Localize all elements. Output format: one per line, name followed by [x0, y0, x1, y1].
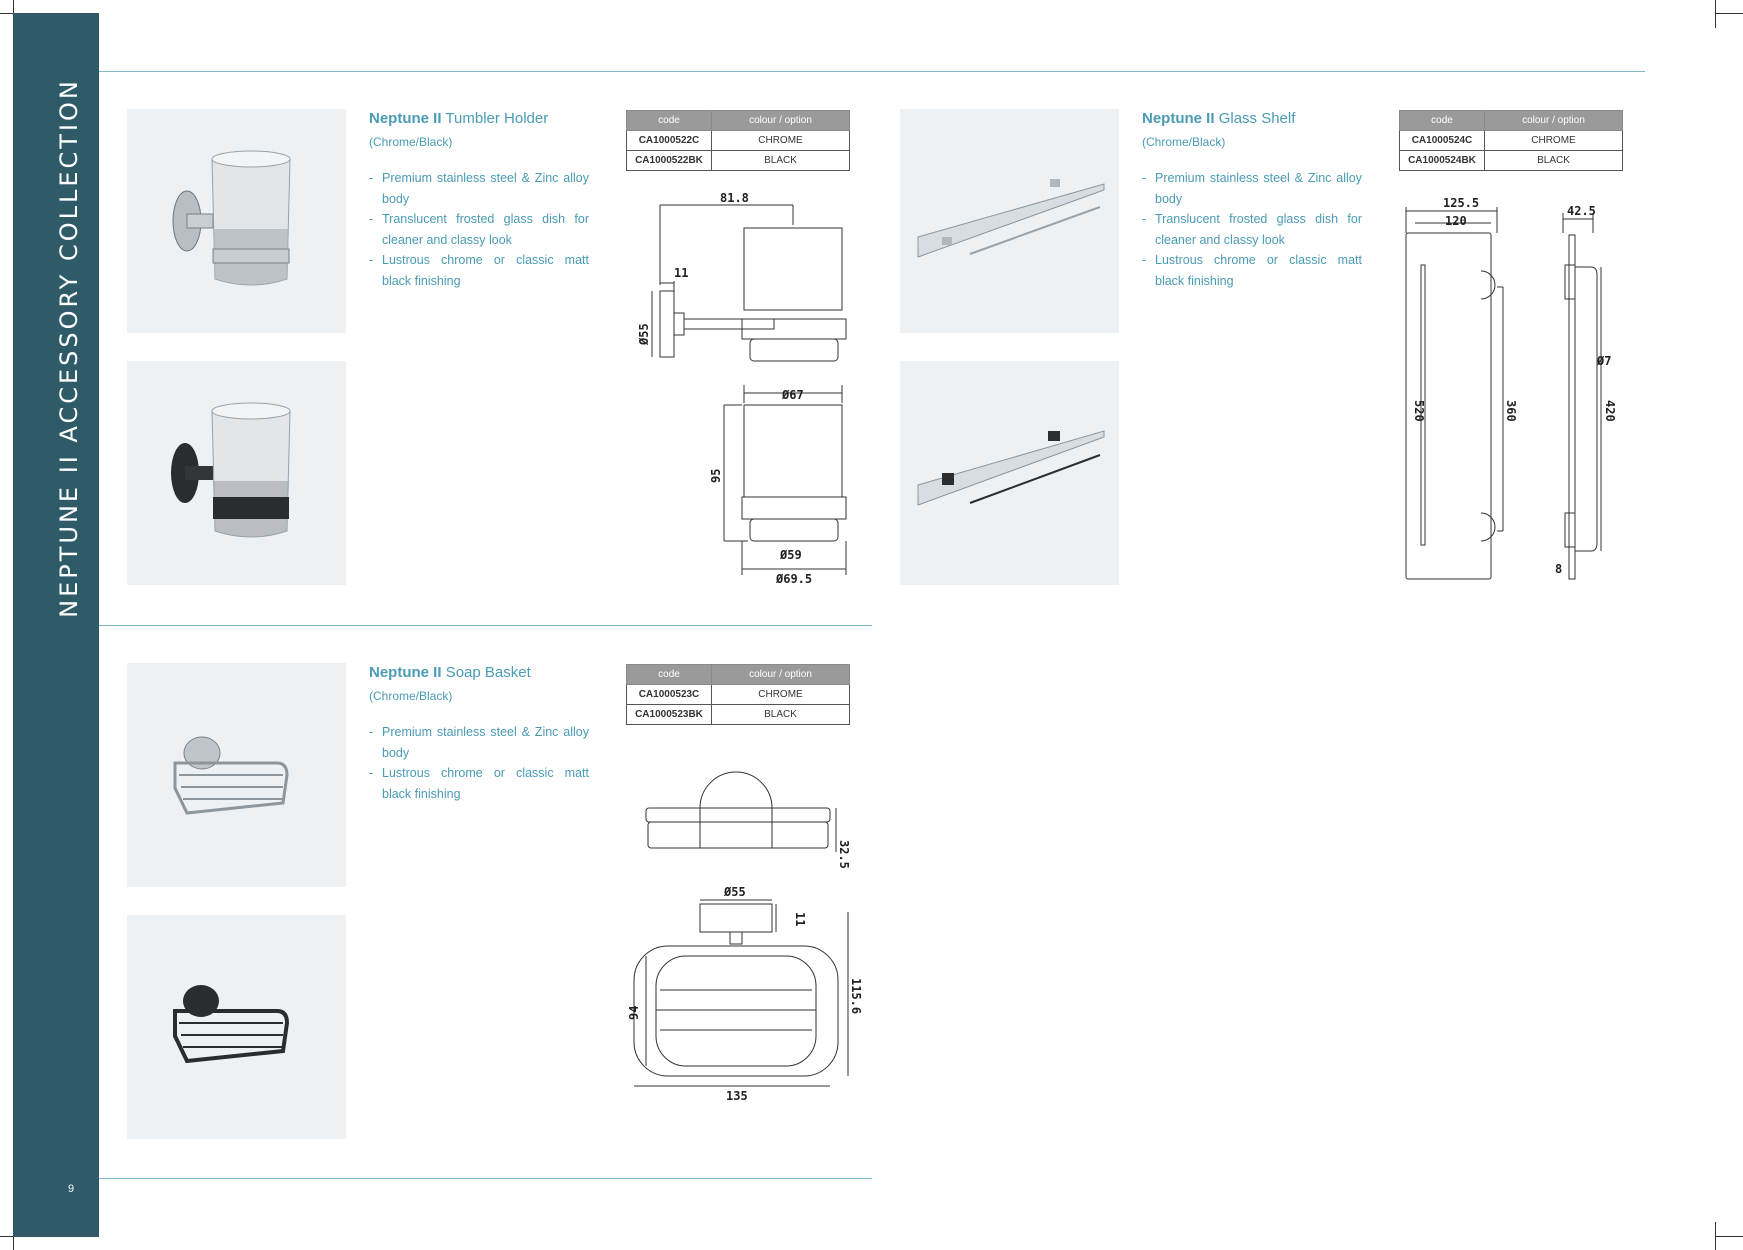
tumbler-black-image — [171, 402, 291, 538]
dim-label: 94 — [627, 1006, 641, 1020]
option-cell: CHROME — [1484, 130, 1623, 151]
dim-label: 32.5 — [837, 840, 851, 869]
column-header-code: code — [626, 664, 712, 685]
dim-label: 11 — [674, 266, 688, 280]
code-cell: CA1000524BK — [1399, 150, 1485, 171]
bottom-divider — [99, 1178, 872, 1179]
dim-label: Ø59 — [779, 548, 802, 562]
tumbler-chrome-photo — [127, 109, 346, 333]
dim-label: 120 — [1445, 214, 1467, 228]
shelf-finish: (Chrome/Black) — [1142, 135, 1226, 149]
soap-black-image — [173, 985, 290, 1064]
soap-brand: Neptune II — [369, 664, 442, 681]
table-row: CA1000524C CHROME — [1399, 130, 1623, 151]
soap-chrome-image — [173, 736, 289, 815]
soap-title: Neptune II Soap Basket — [369, 664, 531, 681]
code-cell: CA1000523BK — [626, 704, 712, 725]
feature-item: Premium stainless steel & Zinc alloy bod… — [369, 168, 589, 209]
column-header-option: colour / option — [711, 110, 850, 131]
shelf-features: Premium stainless steel & Zinc alloy bod… — [1142, 168, 1362, 291]
sidebar: NEPTUNE II ACCESSORY COLLECTION 9 — [13, 13, 99, 1237]
dim-label: 115.6 — [849, 978, 863, 1014]
dim-label: 125.5 — [1443, 196, 1479, 210]
tumbler-name: Tumbler Holder — [445, 110, 549, 127]
feature-item: Lustrous chrome or classic matt black fi… — [369, 250, 589, 291]
shelf-brand: Neptune II — [1142, 110, 1215, 127]
shelf-technical-drawing: 125.5 120 520 360 42.5 Ø7 420 8 — [1405, 196, 1617, 580]
table-row: CA1000523C CHROME — [626, 684, 850, 705]
dim-label: Ø55 — [637, 323, 651, 346]
option-cell: CHROME — [711, 130, 850, 151]
tumbler-features: Premium stainless steel & Zinc alloy bod… — [369, 168, 589, 291]
shelf-title: Neptune II Glass Shelf — [1142, 110, 1295, 127]
soap-technical-drawing: 32.5 Ø55 11 94 115.6 135 — [627, 771, 863, 1103]
dim-label: 420 — [1603, 400, 1617, 422]
shelf-chrome-image — [917, 179, 1105, 258]
dim-label: 81.8 — [720, 191, 749, 205]
dim-label: Ø55 — [723, 885, 746, 899]
dim-label: 11 — [793, 912, 807, 926]
crop-mark — [1715, 1236, 1743, 1237]
top-divider — [99, 71, 1645, 72]
column-header-option: colour / option — [1484, 110, 1623, 131]
dim-label: Ø7 — [1596, 354, 1611, 368]
code-cell: CA1000523C — [626, 684, 712, 705]
crop-mark — [1715, 0, 1716, 28]
tumbler-brand: Neptune II — [369, 110, 442, 127]
soap-code-table: code colour / option CA1000523C CHROME C… — [626, 664, 850, 725]
table-row: CA1000524BK BLACK — [1399, 150, 1623, 171]
code-cell: CA1000524C — [1399, 130, 1485, 151]
code-cell: CA1000522BK — [626, 150, 712, 171]
dim-label: Ø67 — [781, 388, 804, 402]
shelf-black-photo — [900, 361, 1119, 585]
tumbler-black-photo — [127, 361, 346, 585]
shelf-name: Glass Shelf — [1218, 110, 1296, 127]
column-header-code: code — [1399, 110, 1485, 131]
option-cell: CHROME — [711, 684, 850, 705]
soap-name: Soap Basket — [445, 664, 531, 681]
feature-item: Translucent frosted glass dish for clean… — [369, 209, 589, 250]
tumbler-chrome-image — [172, 150, 291, 286]
soap-black-photo — [127, 915, 346, 1139]
feature-item: Translucent frosted glass dish for clean… — [1142, 209, 1362, 250]
dim-label: 8 — [1555, 562, 1562, 576]
tumbler-finish: (Chrome/Black) — [369, 135, 453, 149]
dim-label: 520 — [1412, 400, 1426, 422]
tumbler-technical-drawing: 81.8 11 Ø55 Ø67 95 Ø59 Ø69.5 — [637, 191, 847, 586]
feature-item: Premium stainless steel & Zinc alloy bod… — [369, 722, 589, 763]
soap-chrome-photo — [127, 663, 346, 887]
option-cell: BLACK — [711, 704, 850, 725]
collection-title: NEPTUNE II ACCESSORY COLLECTION — [55, 78, 83, 618]
tumbler-title: Neptune II Tumbler Holder — [369, 110, 548, 127]
code-cell: CA1000522C — [626, 130, 712, 151]
table-row: CA1000522C CHROME — [626, 130, 850, 151]
shelf-chrome-photo — [900, 109, 1119, 333]
option-cell: BLACK — [711, 150, 850, 171]
shelf-black-image — [917, 430, 1105, 506]
column-header-option: colour / option — [711, 664, 850, 685]
dim-label: 135 — [726, 1089, 748, 1103]
crop-mark — [1715, 13, 1743, 14]
tumbler-code-table: code colour / option CA1000522C CHROME C… — [626, 110, 850, 171]
option-cell: BLACK — [1484, 150, 1623, 171]
feature-item: Lustrous chrome or classic matt black fi… — [1142, 250, 1362, 291]
dim-label: 42.5 — [1567, 204, 1596, 218]
feature-item: Lustrous chrome or classic matt black fi… — [369, 763, 589, 804]
shelf-code-table: code colour / option CA1000524C CHROME C… — [1399, 110, 1623, 171]
page-number: 9 — [68, 1183, 75, 1195]
soap-features: Premium stainless steel & Zinc alloy bod… — [369, 722, 589, 804]
middle-divider — [99, 625, 872, 626]
feature-item: Premium stainless steel & Zinc alloy bod… — [1142, 168, 1362, 209]
table-row: CA1000523BK BLACK — [626, 704, 850, 725]
dim-label: Ø69.5 — [775, 572, 812, 586]
dim-label: 95 — [709, 469, 723, 483]
dim-label: 360 — [1504, 400, 1518, 422]
column-header-code: code — [626, 110, 712, 131]
table-row: CA1000522BK BLACK — [626, 150, 850, 171]
soap-finish: (Chrome/Black) — [369, 689, 453, 703]
